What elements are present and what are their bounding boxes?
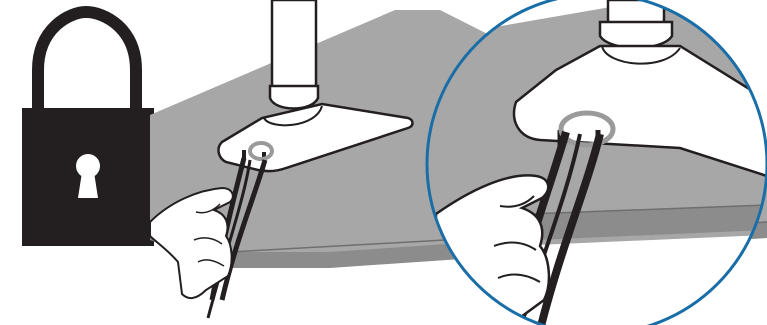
padlock-icon xyxy=(22,12,154,246)
padlock-shackle-inner xyxy=(55,29,119,108)
padlock-shackle xyxy=(38,12,136,108)
